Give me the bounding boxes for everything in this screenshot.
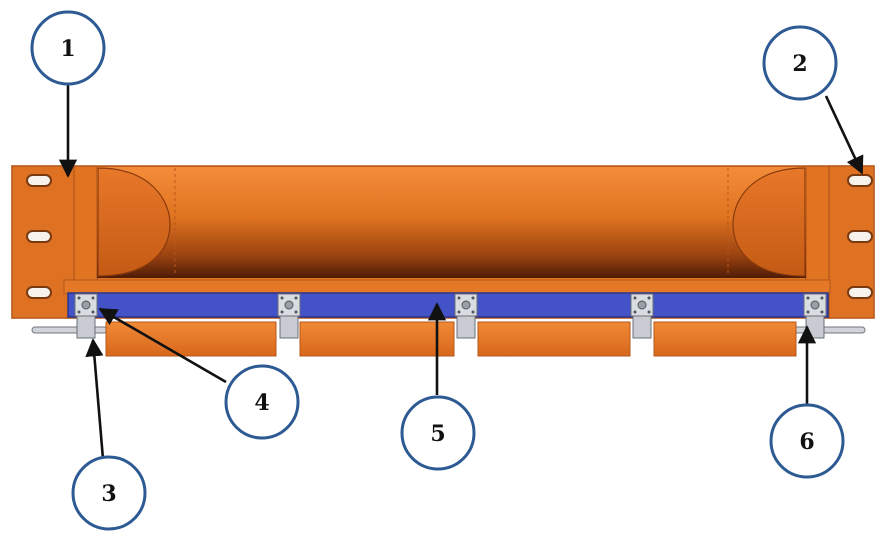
leader-arrows xyxy=(58,85,864,472)
callout-3: 3 xyxy=(71,455,147,531)
slot xyxy=(847,286,873,299)
arrow-2 xyxy=(824,95,864,175)
callout-4-label: 4 xyxy=(254,390,269,416)
slot xyxy=(26,174,52,187)
flap xyxy=(299,321,455,357)
trough-body xyxy=(97,167,806,278)
bracket xyxy=(74,293,98,339)
callout-3-label: 3 xyxy=(101,481,116,507)
callout-1-label: 1 xyxy=(60,36,75,62)
brackets xyxy=(74,293,827,339)
trough xyxy=(97,167,806,278)
slot xyxy=(26,230,52,243)
slot xyxy=(26,286,52,299)
blue-bar xyxy=(67,292,829,318)
lower-lip xyxy=(63,279,831,295)
mounting-slots-left xyxy=(26,174,52,299)
callout-5-label: 5 xyxy=(430,421,445,447)
arrow-3 xyxy=(85,338,106,472)
left-rod xyxy=(31,326,108,334)
callout-1: 1 xyxy=(30,10,106,86)
callout-2-label: 2 xyxy=(792,51,807,77)
mounting-slots-right xyxy=(847,174,873,299)
flaps xyxy=(105,321,797,357)
callout-6-label: 6 xyxy=(799,429,814,455)
flap xyxy=(477,321,631,357)
bracket xyxy=(454,293,478,339)
callout-6: 6 xyxy=(769,403,845,479)
slot xyxy=(847,174,873,187)
slot xyxy=(847,230,873,243)
callout-2: 2 xyxy=(762,25,838,101)
callout-5: 5 xyxy=(400,395,476,471)
arrow-4 xyxy=(98,307,227,384)
callout-4: 4 xyxy=(224,364,300,440)
left-end-cap xyxy=(97,167,171,277)
flap xyxy=(653,321,797,357)
right-end-cap xyxy=(732,167,806,277)
bracket xyxy=(630,293,654,339)
bracket xyxy=(277,293,301,339)
right-rod xyxy=(789,326,866,334)
